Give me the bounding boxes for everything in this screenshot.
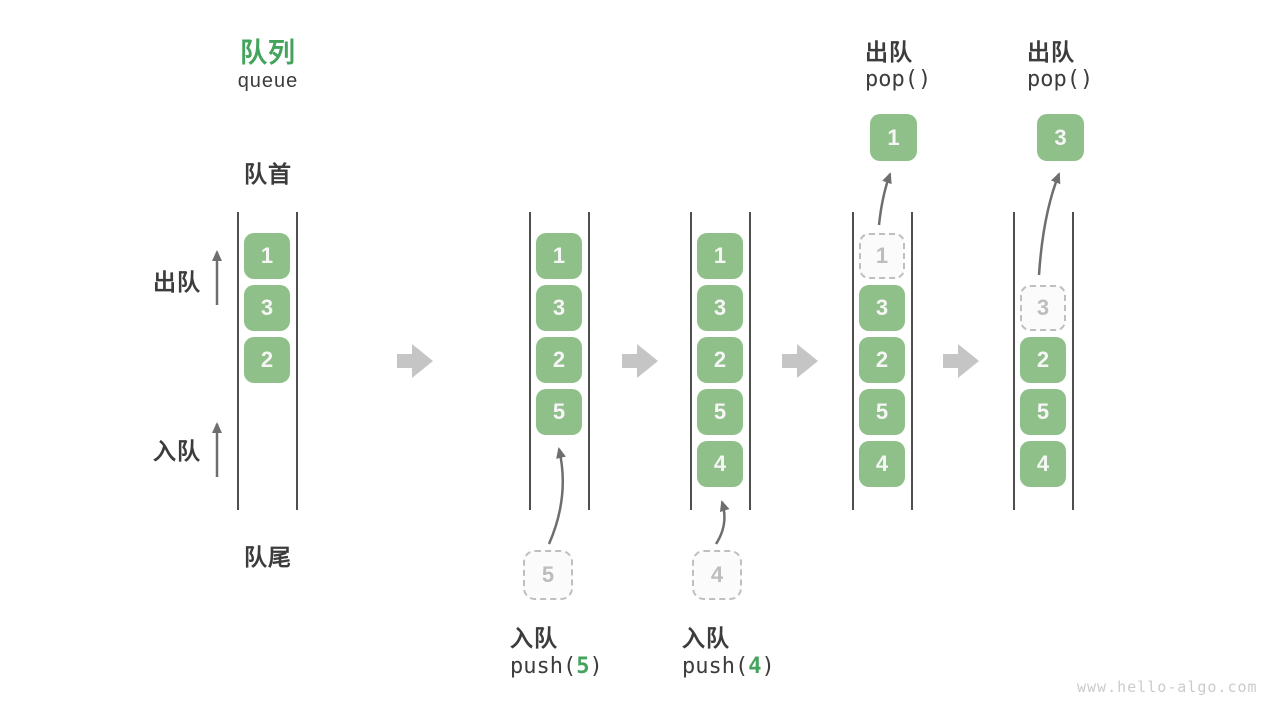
- queue-cell: 1: [536, 233, 582, 279]
- queue-cell: 3: [536, 285, 582, 331]
- queue-cell: 1: [697, 233, 743, 279]
- diagram-title-zh: 队列: [240, 38, 296, 68]
- enqueue-side-label: 入队: [153, 438, 201, 464]
- queue-cell: 2: [859, 337, 905, 383]
- queue-cell: 4: [1020, 441, 1066, 487]
- popped-box-1: 1: [870, 114, 917, 161]
- queue-cell: 1: [244, 233, 290, 279]
- queue-cell: 4: [859, 441, 905, 487]
- push5-label: 入队: [510, 625, 558, 651]
- queue-wall-left: [1013, 212, 1015, 510]
- push4-label: 入队: [682, 625, 730, 651]
- queue-front-label: 队首: [244, 161, 292, 187]
- queue-column-1: 1 3 2: [237, 212, 298, 510]
- queue-cell: 3: [859, 285, 905, 331]
- queue-wall-left: [690, 212, 692, 510]
- queue-wall-right: [911, 212, 913, 510]
- watermark: www.hello-algo.com: [1077, 678, 1258, 696]
- step-arrow-icon: [397, 344, 433, 378]
- step-arrow-icon: [622, 344, 658, 378]
- push5-code-post: ): [589, 654, 603, 679]
- push4-code-arg: 4: [748, 654, 762, 679]
- queue-column-4: 1 3 2 5 4: [852, 212, 913, 510]
- queue-wall-right: [588, 212, 590, 510]
- queue-cell: 3: [697, 285, 743, 331]
- queue-cell: 2: [697, 337, 743, 383]
- dequeue-side-label: 出队: [153, 269, 201, 295]
- queue-cell: 5: [697, 389, 743, 435]
- queue-wall-left: [237, 212, 239, 510]
- queue-rear-label: 队尾: [244, 544, 292, 570]
- queue-cell-ghost: 3: [1020, 285, 1066, 331]
- queue-wall-right: [749, 212, 751, 510]
- queue-column-5: 3 2 5 4: [1013, 212, 1074, 510]
- step-arrow-icon: [782, 344, 818, 378]
- queue-wall-left: [852, 212, 854, 510]
- diagram-title-en: queue: [237, 70, 299, 92]
- queue-cell: 2: [1020, 337, 1066, 383]
- queue-cell: 5: [536, 389, 582, 435]
- queue-cell: 5: [1020, 389, 1066, 435]
- queue-cell: 2: [536, 337, 582, 383]
- pop3-code: pop(): [1027, 67, 1094, 92]
- push5-code-pre: push(: [510, 654, 577, 679]
- push5-code: push(5): [510, 654, 603, 679]
- push4-code: push(4): [682, 654, 775, 679]
- pop1-code: pop(): [865, 67, 932, 92]
- pop1-label: 出队: [865, 39, 913, 65]
- push5-code-arg: 5: [576, 654, 590, 679]
- popped-box-3: 3: [1037, 114, 1084, 161]
- queue-column-3: 1 3 2 5 4: [690, 212, 751, 510]
- queue-cell-ghost: 1: [859, 233, 905, 279]
- push4-code-pre: push(: [682, 654, 749, 679]
- pop3-label: 出队: [1027, 39, 1075, 65]
- queue-cell: 4: [697, 441, 743, 487]
- push4-code-post: ): [761, 654, 775, 679]
- queue-wall-right: [1072, 212, 1074, 510]
- incoming-ghost-box-4: 4: [692, 550, 742, 600]
- step-arrow-icon: [943, 344, 979, 378]
- queue-cell: 2: [244, 337, 290, 383]
- queue-wall-left: [529, 212, 531, 510]
- queue-cell: 3: [244, 285, 290, 331]
- incoming-ghost-box-5: 5: [523, 550, 573, 600]
- queue-column-2: 1 3 2 5: [529, 212, 590, 510]
- queue-wall-right: [296, 212, 298, 510]
- queue-cell: 5: [859, 389, 905, 435]
